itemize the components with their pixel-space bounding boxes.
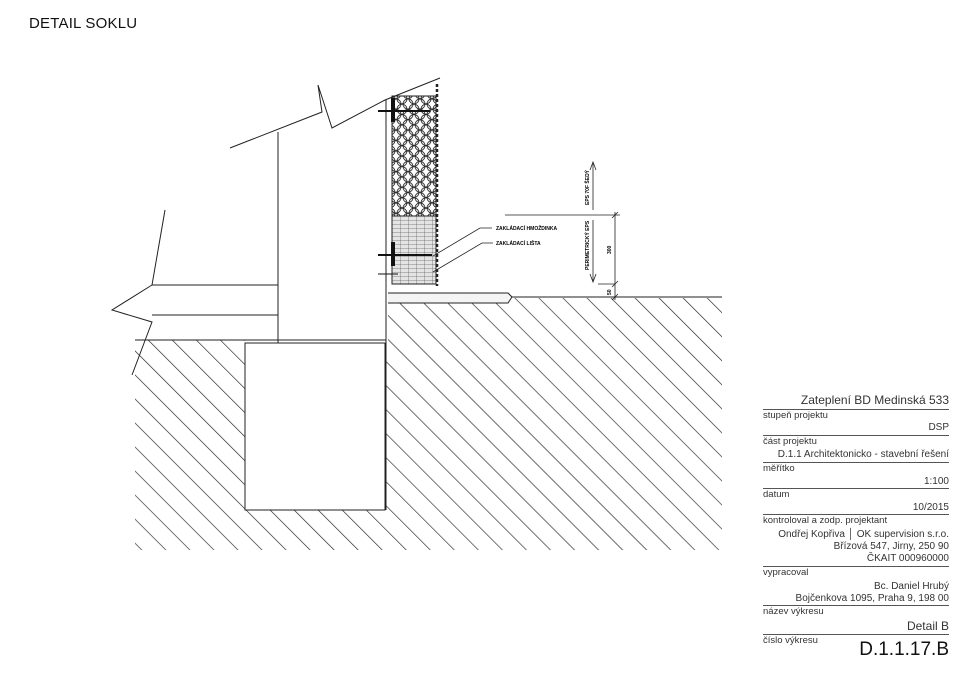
part-value: D.1.1 Architektonicko - stavební řešení [777,449,949,460]
label-rail: ZAKLÁDACÍ LIŠTA [496,239,541,247]
stage-value: DSP [928,422,949,433]
soil-hatch [135,298,722,550]
drawing-title: DETAIL SOKLU [29,15,138,32]
label-perimeter-eps: PERIMETRICKÝ EPS [584,220,591,270]
date-value: 10/2015 [912,502,949,513]
dimension-50: 50 [607,289,613,295]
label-eps-grey: EPS 70F ŠEDÝ [583,169,591,205]
drawing-name-label: název výkresu [763,606,824,617]
drawn-line-2: Bojčenkova 1095, Praha 9, 198 00 [795,593,949,604]
project-name: Zateplení BD Medinská 533 [800,393,949,407]
label-anchor: ZAKLÁDACÍ HMOŽDINKA [496,224,557,232]
drawn-line-1: Bc. Daniel Hrubý [873,581,949,592]
pavement [388,292,513,304]
dimension-300: 300 [607,245,613,254]
eps-insulation [391,95,437,217]
checked-line-2: Břízová 547, Jirny, 250 90 [833,541,949,552]
drawing-number-label: číslo výkresu [763,635,818,646]
checked-line-1: Ondřej Kopřiva │ OK supervision s.r.o. [778,529,949,540]
leader-anchor [432,227,492,257]
wall-outline [110,77,722,510]
leader-rail [432,242,493,273]
date-label: datum [763,489,790,500]
stage-label: stupeň projektu [763,410,828,421]
scale-label: měřítko [763,463,795,474]
checked-label: kontroloval a zodp. projektant [763,515,888,526]
perimeter-eps-insulation [391,215,437,285]
scale-value: 1:100 [923,476,949,487]
dimension-lines [505,160,620,301]
drawing-number: D.1.1.17.B [859,639,949,660]
title-block: Zateplení BD Medinská 533 stupeň projekt… [763,393,949,663]
drawing-name: Detail B [906,619,949,633]
drawn-label: vypracoval [763,567,809,578]
footing [244,342,386,511]
part-label: část projektu [763,436,817,447]
checked-line-3: ČKAIT 000960000 [866,553,949,564]
